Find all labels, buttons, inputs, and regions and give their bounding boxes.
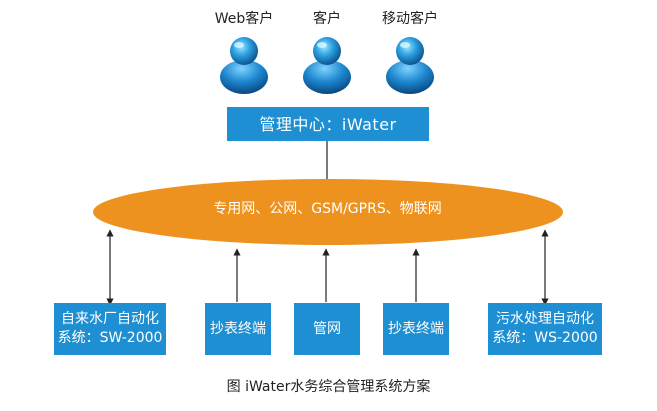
network-label: 专用网、公网、GSM/GPRS、物联网 [213, 201, 442, 217]
network-ellipse [93, 179, 563, 245]
box-line: 管网 [313, 320, 341, 337]
figure-caption: 图 iWater水务综合管理系统方案 [226, 379, 431, 395]
box-line: 系统：SW-2000 [57, 330, 163, 346]
box-line: 系统：WS-2000 [492, 330, 598, 346]
user-label: 移动客户 [382, 11, 438, 27]
user-icon [303, 37, 351, 94]
box-line: 抄表终端 [388, 320, 444, 337]
sewage-system-box: 污水处理自动化 系统：WS-2000 [488, 303, 602, 355]
management-center-label: 管理中心：iWater [259, 114, 397, 134]
waterworks-system-box: 自来水厂自动化 系统：SW-2000 [54, 303, 166, 355]
box-line: 抄表终端 [210, 320, 266, 337]
management-center-box: 管理中心：iWater [227, 107, 429, 141]
meter-terminal-box: 抄表终端 [205, 303, 271, 355]
box-line: 污水处理自动化 [495, 311, 594, 327]
box-line: 自来水厂自动化 [61, 311, 159, 327]
user-icon [220, 37, 268, 94]
pipe-network-box: 管网 [294, 303, 360, 355]
meter-terminal-box: 抄表终端 [383, 303, 449, 355]
user-icon [386, 37, 434, 94]
user-label: Web客户 [214, 11, 274, 27]
user-label: 客户 [313, 11, 341, 27]
